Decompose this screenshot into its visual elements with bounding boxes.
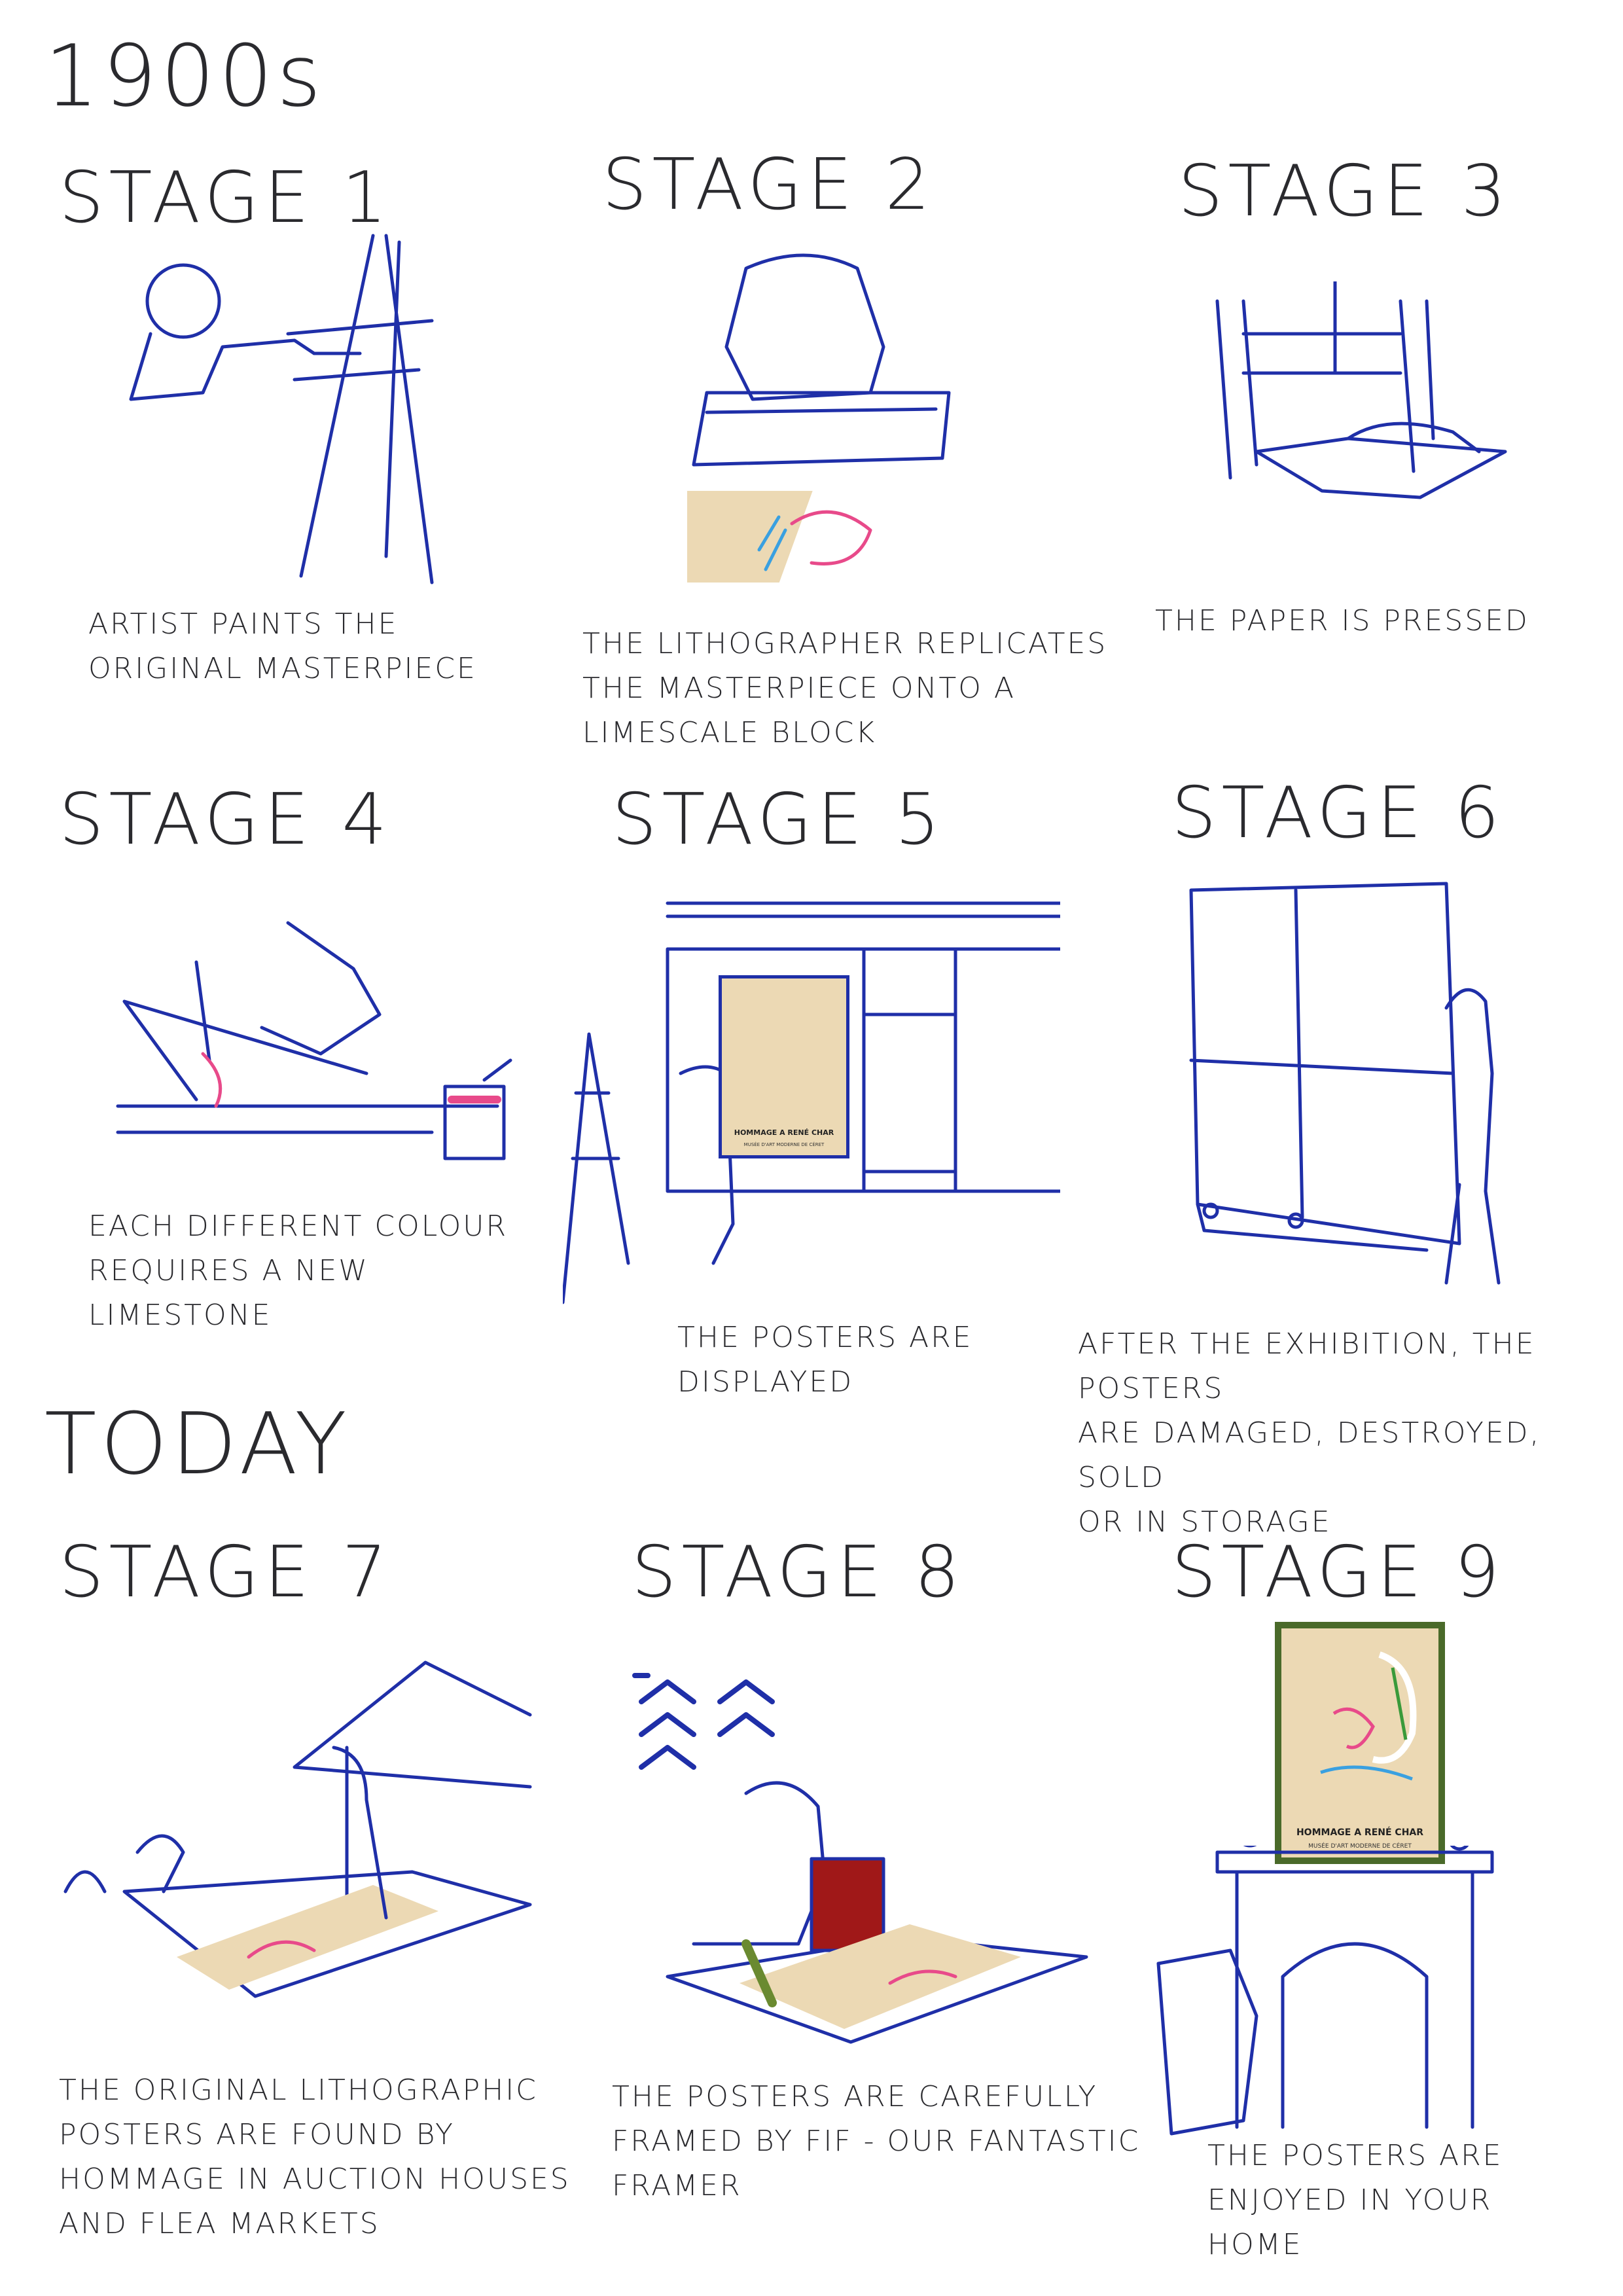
stage-4-caption: Each different colour requires a new lim… xyxy=(88,1210,508,1332)
framed-poster-title: HOMMAGE A RENÉ CHAR xyxy=(1296,1827,1424,1838)
framed-poster-subtitle: MUSÉE D'ART MODERNE DE CÉRET xyxy=(1308,1843,1412,1850)
stage-9-caption: The posters are enjoyed in your home xyxy=(1207,2139,1503,2261)
storage-cabinet-illustration xyxy=(1189,882,1501,1285)
artist-painting-illustration xyxy=(129,234,434,584)
limestone-colour-illustration xyxy=(116,921,512,1160)
stage-6-caption: After the exhibition, the posters are da… xyxy=(1078,1327,1541,1539)
flea-market-illustration xyxy=(63,1660,532,1998)
stage-6-title: Stage 6 xyxy=(1171,772,1505,854)
stage-7-caption: The original lithographic posters are fo… xyxy=(59,2073,571,2240)
stage-3-title: Stage 3 xyxy=(1178,151,1512,232)
stage-4-title: Stage 4 xyxy=(59,779,393,861)
stage-7-title: Stage 7 xyxy=(59,1532,393,1613)
stage-1-caption: Artist paints the original masterpiece xyxy=(88,607,477,685)
framer-illustration xyxy=(632,1673,1088,2044)
stage-1-title: Stage 1 xyxy=(59,157,393,239)
displayed-poster: HOMMAGE A RENÉ CHAR MUSÉE D'ART MODERNE … xyxy=(719,975,849,1158)
poster-display-illustration xyxy=(563,901,1060,1304)
lithographer-illustration xyxy=(687,253,951,583)
printing-press-illustration xyxy=(1215,281,1507,499)
stage-5-title: Stage 5 xyxy=(612,779,946,861)
stage-9-title: Stage 9 xyxy=(1171,1532,1505,1613)
era-heading-today: TODAY xyxy=(45,1394,351,1494)
stage-8-title: Stage 8 xyxy=(632,1532,965,1613)
poster-title: HOMMAGE A RENÉ CHAR xyxy=(734,1128,834,1137)
poster-subtitle: MUSÉE D'ART MODERNE DE CÉRET xyxy=(743,1142,825,1147)
fireplace-armchair-illustration xyxy=(1156,1846,1494,2136)
stage-3-caption: The paper is pressed xyxy=(1155,604,1529,637)
stage-2-caption: The lithographer replicates the masterpi… xyxy=(582,627,1108,749)
era-heading-1900s: 1900s xyxy=(45,26,325,126)
stage-2-title: Stage 2 xyxy=(602,144,936,226)
stage-5-caption: The posters are displayed xyxy=(677,1321,973,1399)
stage-8-caption: The posters are carefully framed by fif … xyxy=(612,2080,1141,2202)
framed-poster: HOMMAGE A RENÉ CHAR MUSÉE D'ART MODERNE … xyxy=(1275,1622,1445,1864)
poster-face-artwork xyxy=(1320,1651,1417,1781)
